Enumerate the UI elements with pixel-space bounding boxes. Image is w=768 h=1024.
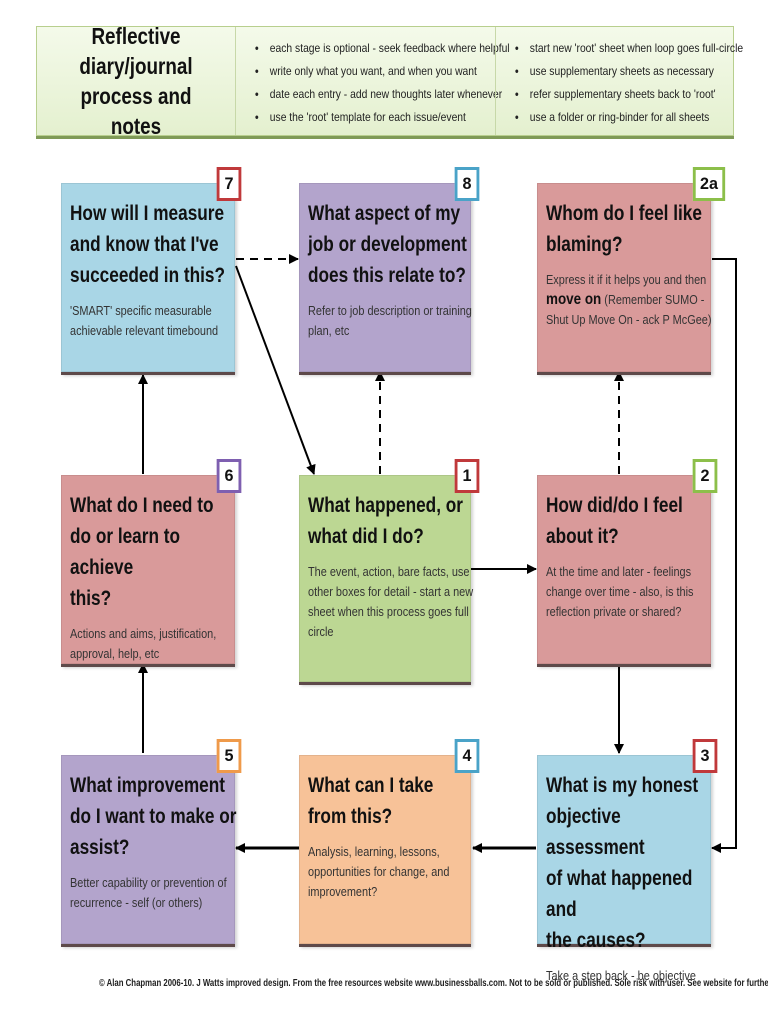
step-number-badge: 5: [216, 739, 242, 773]
box-detail: 'SMART' specific measurable achievable r…: [70, 303, 219, 338]
step-number-badge: 1: [454, 459, 480, 493]
box-detail: Take a step back - be objective: [546, 968, 696, 983]
detail-emphasis: move on: [546, 291, 602, 308]
note-item: use a folder or ring-binder for all shee…: [515, 106, 743, 129]
box-detail: Better capability or prevention of recur…: [70, 875, 227, 910]
box-question: How did/do I feel about it?: [546, 494, 683, 548]
box-step-2a: Whom do I feel like blaming? Express it …: [537, 183, 711, 372]
header-panel: Reflective diary/journal process and not…: [36, 23, 743, 139]
copyright-footer: © Alan Chapman 2006-10. J Watts improved…: [0, 978, 768, 989]
notes-left-list: each stage is optional - seek feedback w…: [255, 37, 551, 129]
step-number-badge: 2a: [692, 167, 726, 201]
box-step-3: What is my honest objective assessment o…: [537, 755, 711, 983]
box-question: What happened, or what did I do?: [308, 494, 463, 548]
note-item: each stage is optional - seek feedback w…: [255, 37, 510, 60]
step-number-badge: 4: [454, 739, 480, 773]
box-question: What improvement do I want to make or as…: [70, 774, 237, 859]
note-item: date each entry - add new thoughts later…: [255, 83, 510, 106]
box-detail: Refer to job description or training pla…: [308, 303, 472, 338]
box-question: What can I take from this?: [308, 774, 434, 828]
detail-text: (Remember SUMO - Shut Up Move On - ack P…: [546, 292, 712, 327]
step-number-badge: 3: [692, 739, 718, 773]
title-cell: Reflective diary/journal process and not…: [37, 23, 235, 139]
footer-text: © Alan Chapman 2006-10. J Watts improved…: [98, 978, 768, 989]
note-item: use supplementary sheets as necessary: [515, 60, 743, 83]
step-number-badge: 2: [692, 459, 718, 493]
box-step-1: What happened, or what did I do? The eve…: [299, 475, 473, 682]
note-item: use the 'root' template for each issue/e…: [255, 106, 510, 129]
box-detail: Analysis, learning, lessons, opportuniti…: [308, 844, 450, 899]
box-question: Whom do I feel like blaming?: [546, 202, 702, 256]
box-question: What is my honest objective assessment o…: [546, 774, 699, 952]
page-title: Reflective diary/journal process and not…: [79, 23, 193, 139]
note-item: refer supplementary sheets back to 'root…: [515, 83, 743, 106]
box-question: What do I need to do or learn to achieve…: [70, 494, 214, 610]
header-divider: [495, 27, 496, 135]
box-detail: Express it if it helps you and then move…: [546, 270, 714, 330]
box-step-7: How will I measure and know that I've su…: [61, 183, 235, 372]
notes-right-list: start new 'root' sheet when loop goes fu…: [515, 37, 768, 129]
box-step-2: How did/do I feel about it? At the time …: [537, 475, 711, 664]
note-item: start new 'root' sheet when loop goes fu…: [515, 37, 743, 60]
step-number-badge: 7: [216, 167, 242, 201]
step-number-badge: 6: [216, 459, 242, 493]
box-question: How will I measure and know that I've su…: [70, 202, 226, 287]
detail-text: Express it if it helps you and then: [546, 272, 707, 287]
box-detail: The event, action, bare facts, use other…: [308, 564, 474, 639]
box-question: What aspect of my job or development doe…: [308, 202, 467, 287]
step-number-badge: 8: [454, 167, 480, 201]
box-step-5: What improvement do I want to make or as…: [61, 755, 237, 944]
box-detail: Actions and aims, justification, approva…: [70, 626, 217, 661]
box-detail: At the time and later - feelings change …: [546, 564, 694, 619]
box-step-6: What do I need to do or learn to achieve…: [61, 475, 235, 664]
box-step-8: What aspect of my job or development doe…: [299, 183, 472, 372]
header-divider: [235, 27, 236, 135]
box-step-4: What can I take from this? Analysis, lea…: [299, 755, 471, 944]
note-item: write only what you want, and when you w…: [255, 60, 510, 83]
